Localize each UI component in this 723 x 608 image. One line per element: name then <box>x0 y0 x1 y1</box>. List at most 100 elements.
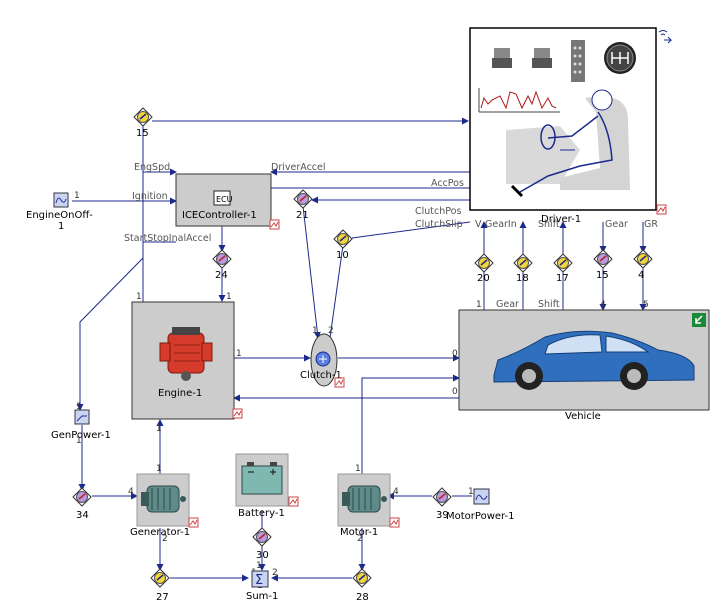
sensor-number: 21 <box>296 210 309 221</box>
svg-text:4: 4 <box>600 300 606 310</box>
svg-text:1: 1 <box>76 402 82 412</box>
battery-icon <box>241 462 283 495</box>
svg-text:2: 2 <box>162 534 168 544</box>
driver-figure-icon <box>506 89 630 198</box>
signal-gr: GR <box>644 219 658 230</box>
svg-text:1: 1 <box>226 292 232 302</box>
svg-text:1: 1 <box>136 292 142 302</box>
battery-label: Battery-1 <box>238 508 285 519</box>
svg-text:1: 1 <box>74 191 80 201</box>
signal-driveraccel: DriverAccel <box>271 162 326 173</box>
sigma-icon: Σ <box>255 573 263 588</box>
sensor-number: 39 <box>436 510 449 521</box>
signal-gear-top: Gear <box>605 219 628 230</box>
motor-block[interactable]: Motor-1 <box>337 473 400 538</box>
svg-text:2: 2 <box>357 534 363 544</box>
svg-text:1: 1 <box>355 464 361 474</box>
sensor-s18[interactable]: 18 <box>513 253 533 284</box>
sensor-s30[interactable]: 30 <box>252 527 272 561</box>
generator-block[interactable]: Generator-1 <box>130 473 199 538</box>
signal-shift-top: Shift <box>538 219 560 230</box>
engine-block[interactable]: Engine-1 <box>131 301 243 420</box>
signal-gearin: GearIn <box>485 219 517 230</box>
motor-label: Motor-1 <box>340 527 378 538</box>
sensor-number: 15 <box>136 128 149 139</box>
sensor-number: 4 <box>638 270 644 281</box>
signal-accpos: AccPos <box>431 178 464 189</box>
pedals-icon <box>492 40 585 82</box>
ecu-icon: ECU <box>213 190 233 206</box>
gen-power-source[interactable]: GenPower-1 <box>51 409 111 441</box>
svg-text:2: 2 <box>328 326 334 336</box>
svg-text:4: 4 <box>128 487 134 497</box>
sensor-s15b[interactable]: 15 <box>593 249 613 281</box>
sensor-s15a[interactable]: 15 <box>133 107 153 139</box>
sensor-number: 28 <box>356 592 369 603</box>
sensor-s28[interactable]: 28 <box>352 568 372 603</box>
signal-clutchslip: ClutchSlip <box>415 219 463 230</box>
signal-shift-bottom: Shift <box>538 299 560 310</box>
svg-text:EngineOnOff-: EngineOnOff- <box>26 210 93 221</box>
sensor-s20[interactable]: 20 <box>474 253 494 284</box>
ice-controller-label: ICEController-1 <box>182 210 257 221</box>
sensor-number: 18 <box>516 273 529 284</box>
sum-label: Sum-1 <box>246 591 278 602</box>
generator-icon <box>141 485 186 513</box>
signal-v: V <box>475 219 482 230</box>
driver-label: Driver-1 <box>541 214 581 225</box>
signal-gear-bottom: Gear <box>496 299 519 310</box>
sensor-s27[interactable]: 27 <box>150 568 170 603</box>
battery-block[interactable]: Battery-1 <box>235 453 299 519</box>
driver-signal-icon <box>658 30 673 44</box>
svg-text:1: 1 <box>468 487 474 497</box>
generator-label: Generator-1 <box>130 527 190 538</box>
svg-text:1: 1 <box>156 424 162 434</box>
vehicle-block[interactable]: Vehicle <box>458 309 710 422</box>
svg-text:ECU: ECU <box>216 195 233 204</box>
engine-on-off-source[interactable]: EngineOnOff- 1 <box>26 192 93 232</box>
sensor-number: 17 <box>556 273 569 284</box>
svg-text:4: 4 <box>393 487 399 497</box>
svg-text:1: 1 <box>58 221 64 232</box>
svg-text:2: 2 <box>272 568 278 578</box>
motor-power-label: MotorPower-1 <box>446 511 514 522</box>
engine-icon <box>159 327 213 381</box>
wires <box>72 117 647 582</box>
sum-block[interactable]: Σ Sum-1 <box>246 570 278 602</box>
sensor-s39[interactable]: 39 <box>432 487 452 521</box>
signal-labels: EngSpd Ignition StartStopInalAccel Drive… <box>124 162 658 310</box>
signal-ignition: Ignition <box>132 191 168 202</box>
sensor-number: 30 <box>256 550 269 561</box>
engine-label: Engine-1 <box>158 388 202 399</box>
signal-startstop: StartStopInalAccel <box>124 233 211 244</box>
motor-icon <box>342 485 387 513</box>
svg-text:1: 1 <box>156 464 162 474</box>
sensor-number: 15 <box>596 270 609 281</box>
clutch-label: Clutch-1 <box>300 370 342 381</box>
sensor-s24[interactable]: 24 <box>212 249 232 281</box>
ice-controller-block[interactable]: ECU ICEController-1 <box>175 173 280 230</box>
gear-shift-icon <box>604 42 636 74</box>
gen-power-label: GenPower-1 <box>51 430 111 441</box>
svg-text:1: 1 <box>312 326 318 336</box>
sensor-number: 10 <box>336 250 349 261</box>
clutch-icon <box>315 351 331 367</box>
sensor-s17[interactable]: 17 <box>553 253 573 284</box>
speed-trace-icon <box>478 88 560 113</box>
sensor-s21[interactable]: 21 <box>293 189 313 221</box>
vehicle-label: Vehicle <box>565 411 601 422</box>
motor-power-source[interactable]: MotorPower-1 <box>446 488 514 522</box>
vehicle-corner-icon <box>692 313 706 327</box>
car-icon <box>493 330 695 390</box>
sensor-s10[interactable]: 10 <box>333 229 353 261</box>
driver-block[interactable]: Driver-1 <box>469 27 673 225</box>
sensor-s4[interactable]: 4 <box>633 249 653 281</box>
sensor-number: 24 <box>215 270 228 281</box>
clutch-block[interactable]: Clutch-1 <box>300 333 345 388</box>
svg-text:1: 1 <box>76 436 82 446</box>
sensor-s34[interactable]: 34 <box>72 487 92 521</box>
svg-text:0: 0 <box>452 349 458 359</box>
sensor-number: 27 <box>156 592 169 603</box>
